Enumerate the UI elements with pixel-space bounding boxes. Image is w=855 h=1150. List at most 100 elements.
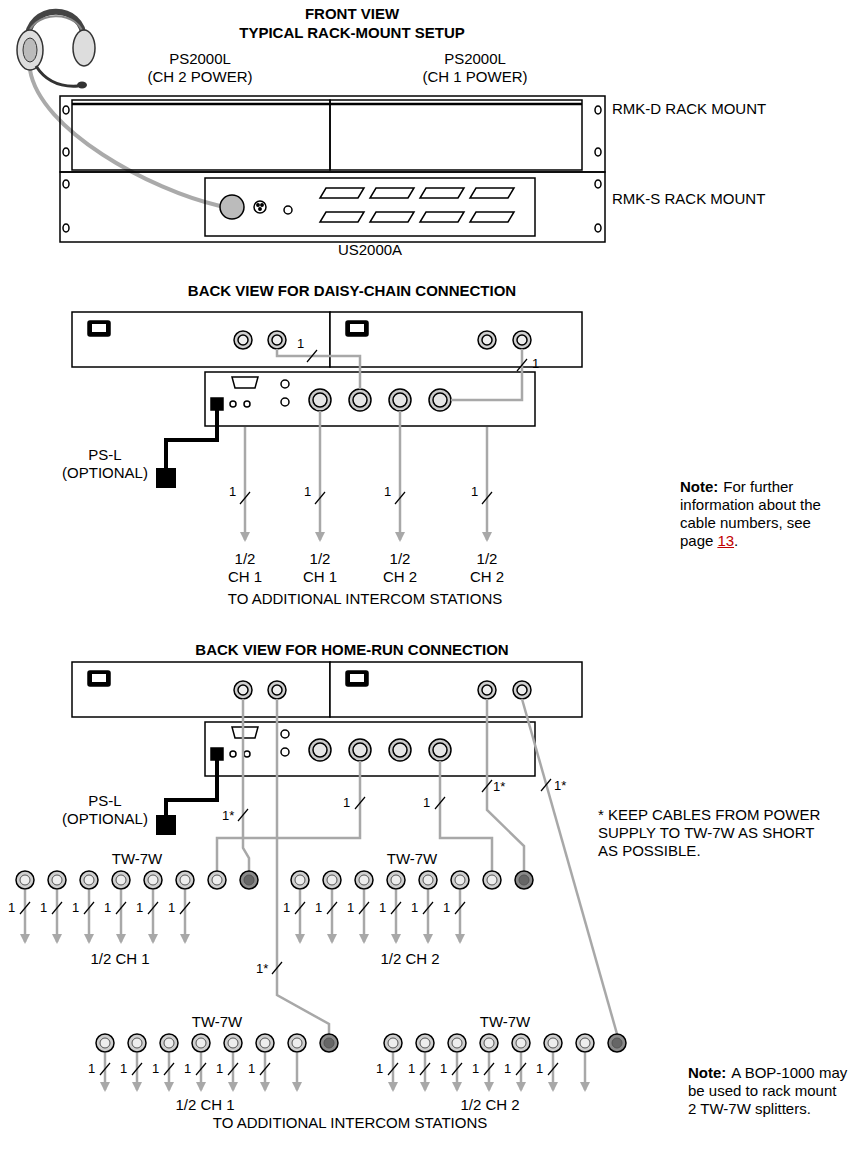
cable-slash: [260, 1063, 270, 1075]
xlr-connector: [452, 1038, 462, 1048]
cable-arrow: [520, 1053, 523, 1090]
xlr-connector: [224, 1034, 242, 1052]
cable-slash: [516, 1063, 526, 1075]
splitter-label: TW-7W: [460, 1013, 550, 1031]
cable-arrow: [152, 890, 155, 942]
xlr-connector: [416, 1034, 434, 1052]
cable-arrow: [232, 1053, 235, 1090]
power-supply-label: PS2000L(CH 1 POWER): [390, 50, 560, 86]
xlr-connector: [355, 871, 373, 889]
xlr-connector: [512, 1034, 530, 1052]
xlr-connector: [519, 875, 529, 885]
xlr-connector: [180, 875, 190, 885]
cable-number: 1: [297, 336, 317, 351]
cable-slash: [388, 1063, 398, 1075]
xlr-connector: [288, 1034, 306, 1052]
xlr-connector: [291, 871, 309, 889]
cable-slash: [452, 1063, 462, 1075]
xlr-connector: [384, 1034, 402, 1052]
xlr-connector: [420, 1038, 430, 1048]
node-text: PS2000L: [115, 50, 285, 68]
cable-number: 1: [136, 900, 148, 915]
cable-arrow: [168, 1053, 171, 1090]
label: 1/2 CH 1: [70, 950, 170, 968]
cable-number: 1: [8, 900, 20, 915]
xlr-connector: [576, 1034, 594, 1052]
xlr-connector: [176, 871, 194, 889]
cable-slash: [132, 1063, 142, 1075]
section-heading: BACK VIEW FOR HOME-RUN CONNECTION: [142, 641, 562, 659]
cable-number: 1: [408, 1061, 420, 1076]
cable-slash: [295, 902, 305, 914]
cable-number: 1: [536, 1061, 548, 1076]
xlr-connector: [516, 1038, 526, 1048]
cable-arrow: [459, 890, 462, 942]
xlr-connector: [323, 871, 341, 889]
xlr-connector: [295, 875, 305, 885]
label: 1/2 CH 2: [440, 1096, 540, 1114]
cable-number: 1*: [554, 778, 574, 793]
xlr-connector: [128, 1034, 146, 1052]
cable-number: 1: [376, 1061, 388, 1076]
node-text: (CH 1 POWER): [390, 68, 560, 86]
xlr-connector: [455, 875, 465, 885]
node-text: US2000A: [310, 241, 430, 259]
section-heading: TYPICAL RACK-MOUNT SETUP: [202, 24, 502, 42]
xlr-connector: [112, 871, 130, 889]
cable-number: 1: [472, 1061, 484, 1076]
cables: [217, 349, 617, 1034]
xlr-connector: [480, 1034, 498, 1052]
label: TO ADDITIONAL INTERCOM STATIONS: [195, 590, 535, 608]
cable-number: 1: [532, 356, 552, 371]
cable-number: 1: [72, 900, 84, 915]
xlr-connector: [100, 1038, 110, 1048]
cable-arrow: [363, 890, 366, 942]
xlr-connector: [388, 1038, 398, 1048]
cable-slash: [164, 1063, 174, 1075]
xlr-connector: [451, 871, 469, 889]
cable-slash: [228, 1063, 238, 1075]
cable-number: 1: [152, 1061, 164, 1076]
cable-arrow: [552, 1053, 555, 1090]
cable-number: 1: [104, 900, 116, 915]
xlr-connector: [48, 871, 66, 889]
xlr-connector: [608, 1034, 626, 1052]
label: 1/2 CH 2: [360, 950, 460, 968]
xlr-connector: [240, 871, 258, 889]
cable-number: 1: [40, 900, 52, 915]
xlr-connector: [320, 1034, 338, 1052]
cable-number: 1: [347, 900, 359, 915]
cable-arrow: [395, 890, 398, 942]
label: * KEEP CABLES FROM POWER SUPPLY TO TW-7W…: [598, 806, 823, 860]
back-panel: [72, 662, 582, 776]
headset: [17, 12, 220, 206]
cable-arrow: [24, 890, 27, 942]
xlr-connector: [324, 1038, 334, 1048]
splitter-connectors: [16, 871, 626, 1090]
xlr-connector: [292, 1038, 302, 1048]
cable-number: 1: [184, 1061, 196, 1076]
cable-slash: [420, 1063, 430, 1075]
cable-slash: [484, 1063, 494, 1075]
splitter-label: TW-7W: [172, 1013, 262, 1031]
xlr-connector: [359, 875, 369, 885]
xlr-connector: [260, 1038, 270, 1048]
node-text: TW-7W: [172, 1013, 262, 1031]
cable-slash: [20, 902, 30, 914]
cable-number: 1*: [493, 779, 513, 794]
note: Note:A BOP-1000 may be used to rack moun…: [688, 1064, 848, 1118]
cable-arrow: [488, 1053, 491, 1090]
cable-slash: [100, 1063, 110, 1075]
node-text: TW-7W: [92, 850, 182, 868]
node-text: PS-L (OPTIONAL): [58, 446, 153, 482]
cable-number: 1: [471, 484, 491, 499]
splitter-label: TW-7W: [92, 850, 182, 868]
xlr-connector: [244, 875, 254, 885]
splitter-label: TW-7W: [367, 850, 457, 868]
cable-number: 1: [88, 1061, 100, 1076]
cable-number: 1*: [256, 961, 276, 976]
cable-slash: [148, 902, 158, 914]
cable-arrow: [56, 890, 59, 942]
xlr-connector: [515, 871, 533, 889]
